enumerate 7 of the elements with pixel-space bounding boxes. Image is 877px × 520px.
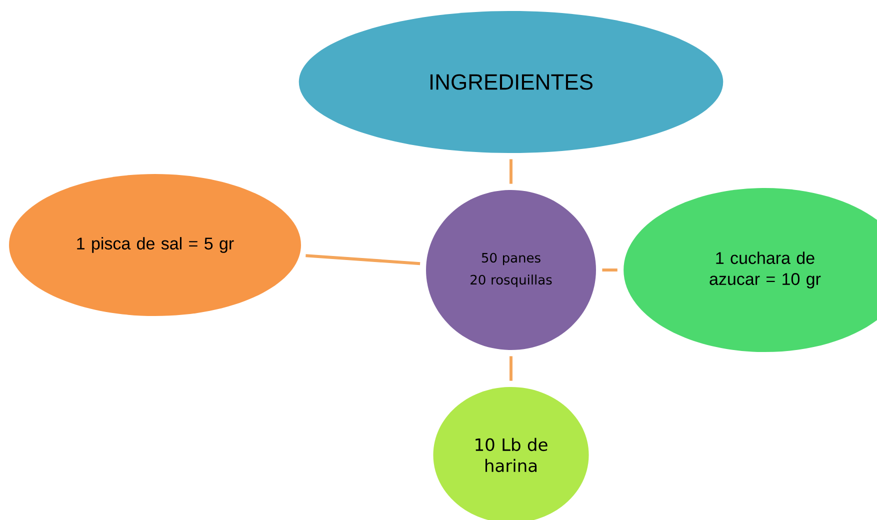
ellipse-node: INGREDIENTES: [298, 11, 724, 153]
connector-line: [602, 268, 618, 272]
connector-line: [510, 356, 512, 381]
connector-line: [306, 254, 420, 266]
ellipse-node: 50 panes 20 rosquillas: [426, 190, 596, 350]
ellipse-node: 1 pisca de sal = 5 gr: [9, 174, 301, 316]
connector-line: [510, 159, 512, 184]
